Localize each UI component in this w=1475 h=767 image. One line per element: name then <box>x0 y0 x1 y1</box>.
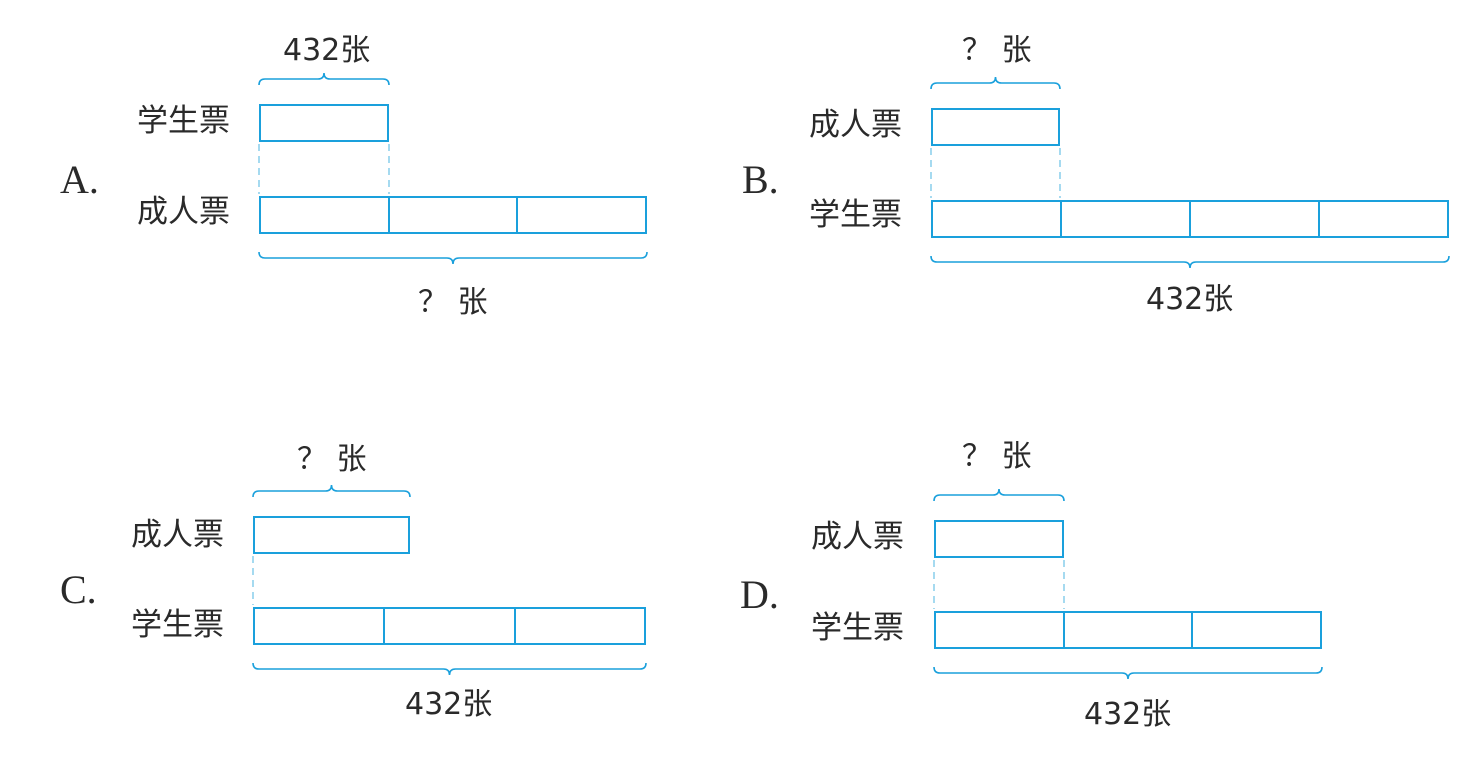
top-quantity-label: ？ 张 <box>962 33 1032 68</box>
top-quantity-label: 432张 <box>283 33 371 68</box>
bar-segment <box>1060 202 1189 236</box>
bar-segment <box>1318 202 1447 236</box>
bottom-quantity-label: 432张 <box>1146 282 1234 317</box>
top-row-label: 成人票 <box>811 519 904 555</box>
bar-segment <box>1189 202 1318 236</box>
bar-segment <box>513 609 644 643</box>
bar-segment <box>1191 613 1320 647</box>
top-bar <box>934 520 1064 558</box>
bottom-bar <box>253 607 646 645</box>
bottom-row-label: 学生票 <box>131 607 224 643</box>
top-quantity-label: ？ 张 <box>962 439 1032 474</box>
top-brace <box>930 76 1061 90</box>
top-quantity-label: ？ 张 <box>297 442 367 477</box>
bar-segment <box>387 198 517 232</box>
bottom-quantity-label: 432张 <box>405 687 493 722</box>
bottom-row-label: 学生票 <box>811 610 904 646</box>
bottom-brace <box>933 666 1323 680</box>
bar-segment <box>383 609 513 643</box>
bottom-row-label: 学生票 <box>809 197 902 233</box>
bottom-row-label: 成人票 <box>137 194 230 230</box>
option-letter: A. <box>60 157 99 202</box>
top-bar <box>253 516 410 554</box>
top-row-label: 成人票 <box>809 107 902 143</box>
bar-segment <box>1062 613 1192 647</box>
bottom-bar <box>934 611 1322 649</box>
top-bar <box>259 104 389 142</box>
option-letter: B. <box>742 157 779 202</box>
bottom-bar <box>931 200 1449 238</box>
option-letter: D. <box>740 572 779 617</box>
top-bar <box>931 108 1060 146</box>
option-letter: C. <box>60 567 97 612</box>
bar-segment <box>936 613 1063 647</box>
top-row-label: 学生票 <box>137 103 230 139</box>
top-row-label: 成人票 <box>131 517 224 553</box>
bottom-brace <box>258 251 648 265</box>
bottom-brace <box>252 662 647 676</box>
bottom-brace <box>930 255 1450 269</box>
bottom-quantity-label: 432张 <box>1084 697 1172 732</box>
bottom-bar <box>259 196 647 234</box>
top-brace <box>933 488 1065 502</box>
bar-segment <box>936 522 1062 556</box>
bar-segment <box>516 198 645 232</box>
top-brace <box>258 72 390 86</box>
bottom-quantity-label: ？ 张 <box>418 285 488 320</box>
top-brace <box>252 484 411 498</box>
